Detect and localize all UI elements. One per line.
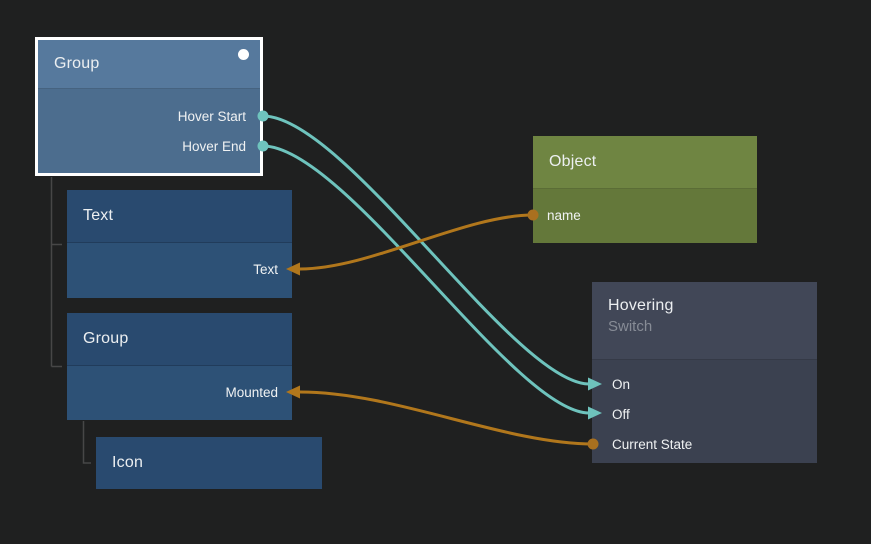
- node-group-root[interactable]: Group Hover Start Hover End: [35, 37, 263, 176]
- node-body: name: [533, 189, 757, 230]
- node-body: Hover Start Hover End: [38, 89, 260, 161]
- node-title: Object: [549, 153, 597, 170]
- node-subtitle: Switch: [608, 318, 653, 335]
- tree-line-group-icon: [82, 421, 91, 464]
- port-hover-start[interactable]: Hover Start: [38, 101, 260, 131]
- node-title: Icon: [112, 454, 144, 471]
- selection-indicator-dot: [238, 49, 249, 60]
- node-group-child[interactable]: Group Mounted: [67, 313, 292, 420]
- node-title: Hovering: [608, 297, 674, 314]
- node-header[interactable]: Group: [38, 40, 260, 89]
- node-title: Text: [83, 207, 114, 224]
- port-hover-end[interactable]: Hover End: [38, 131, 260, 161]
- wire-name-to-text[interactable]: [299, 213, 534, 271]
- port-name[interactable]: name: [533, 200, 757, 230]
- port-mounted[interactable]: Mounted: [67, 377, 292, 407]
- node-header[interactable]: Text: [67, 190, 292, 243]
- node-body: On Off Current State: [592, 360, 817, 459]
- node-header[interactable]: Group: [67, 313, 292, 366]
- node-icon[interactable]: Icon: [96, 437, 322, 489]
- node-header[interactable]: Icon: [96, 437, 322, 489]
- port-label: Current State: [612, 436, 693, 452]
- port-off[interactable]: Off: [592, 399, 817, 429]
- node-body: Text: [67, 243, 292, 284]
- node-title: Group: [54, 55, 100, 72]
- port-label: Hover Start: [177, 108, 246, 124]
- node-body: Mounted: [67, 366, 292, 407]
- port-label: On: [612, 376, 631, 392]
- port-label: Off: [612, 406, 630, 422]
- port-label: Hover End: [182, 138, 246, 154]
- port-label: name: [547, 207, 581, 223]
- node-title: Group: [83, 330, 129, 347]
- node-header[interactable]: Hovering Switch: [592, 282, 817, 360]
- port-on[interactable]: On: [592, 369, 817, 399]
- port-text[interactable]: Text: [67, 254, 292, 284]
- wire-current-state-to-mounted[interactable]: [299, 390, 594, 446]
- port-label: Text: [253, 261, 278, 277]
- port-current-state[interactable]: Current State: [592, 429, 817, 459]
- port-label: Mounted: [225, 384, 278, 400]
- node-text[interactable]: Text Text: [67, 190, 292, 298]
- node-object[interactable]: Object name: [533, 136, 757, 243]
- node-header[interactable]: Object: [533, 136, 757, 189]
- tree-line-root-children: [50, 177, 62, 368]
- node-hovering-switch[interactable]: Hovering Switch On Off Current State: [592, 282, 817, 463]
